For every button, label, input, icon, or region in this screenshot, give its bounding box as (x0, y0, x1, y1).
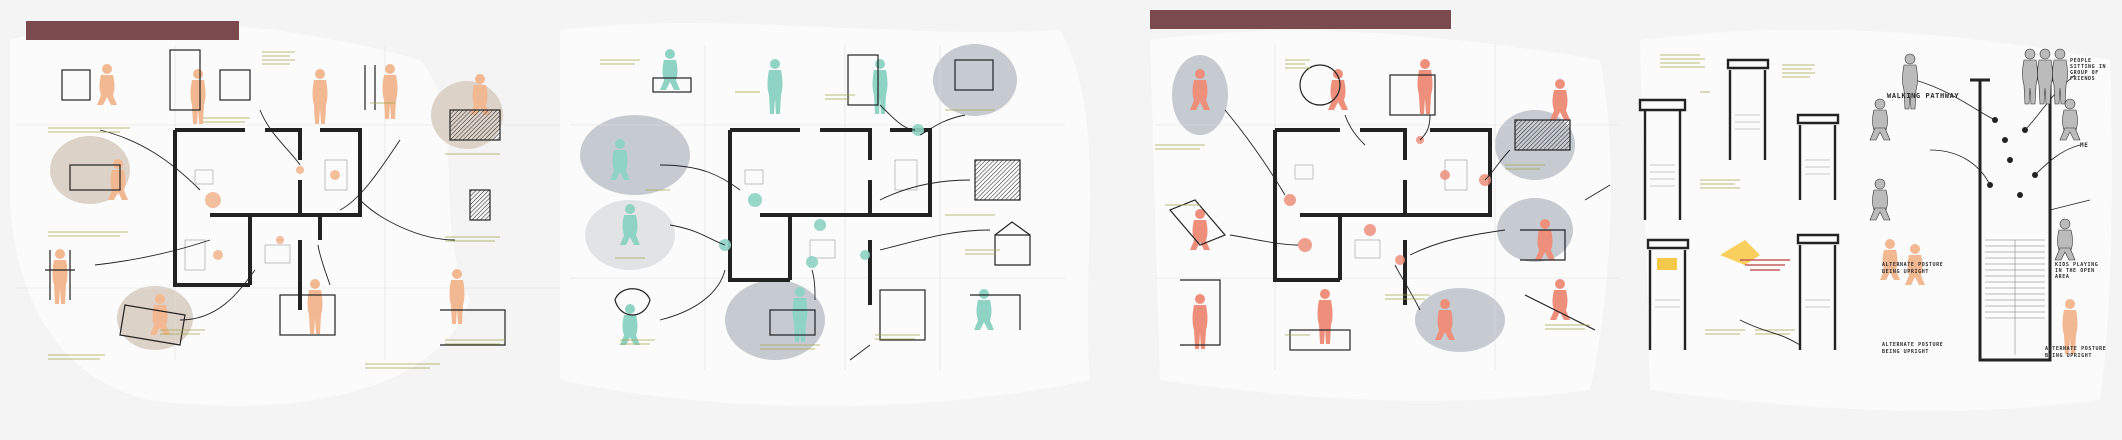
label-me: ME (2080, 142, 2089, 149)
label-walking-pathway: WALKING PATHWAY (1887, 92, 1960, 100)
section-title-bar-right (1150, 10, 1451, 29)
label-kids-playing: KIDS PLAYING IN THE OPEN AREA (2055, 262, 2099, 280)
plan-2-teal (570, 44, 1065, 370)
furniture-sketches-1 (45, 49, 506, 346)
floor-plan-walls-1 (173, 128, 362, 310)
floor-plan-walls-2 (728, 128, 932, 305)
furniture-sketches-3 (1168, 64, 1596, 351)
furniture-sketches-2 (614, 54, 1031, 341)
stair-study (1869, 48, 2091, 362)
label-people-in-group: PEOPLE SITTING IN GROUP OF FRIENDS (2070, 58, 2107, 82)
label-being-upright-3: BEING UPRIGHT (2045, 353, 2092, 359)
plan-1-peach (15, 45, 560, 369)
label-being-upright-1: BEING UPRIGHT (1882, 269, 1929, 275)
section-title-bar-left (26, 21, 239, 40)
circulation-sections (1638, 54, 1840, 350)
label-alternate-posture-2: ALTERNATE POSTURE (1882, 342, 1944, 348)
floor-plan-walls-3 (1273, 128, 1492, 305)
label-alternate-posture-3: ALTERNATE POSTURE (2045, 346, 2107, 352)
label-being-upright-2: BEING UPRIGHT (1882, 349, 1929, 355)
label-alternate-posture-1: ALTERNATE POSTURE (1882, 262, 1944, 268)
plan-3-salmon (1155, 45, 1620, 370)
